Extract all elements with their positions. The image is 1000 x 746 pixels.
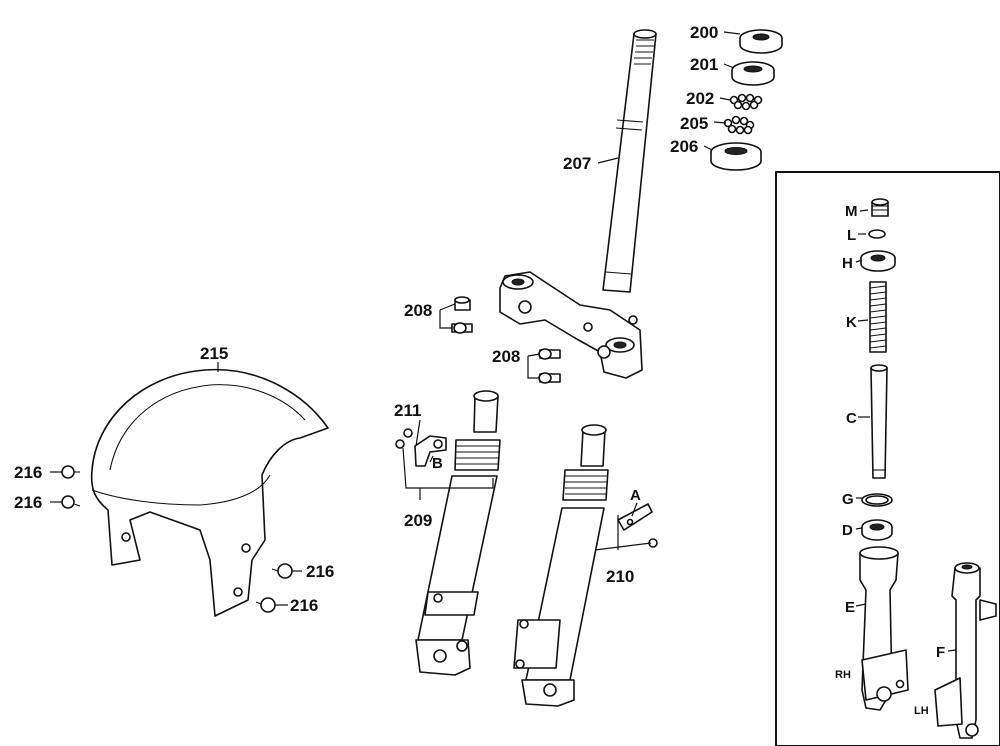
inset-label-C: C bbox=[846, 410, 857, 427]
inset-label-E: E bbox=[845, 599, 855, 616]
bolt-208-c bbox=[538, 348, 561, 360]
fork-leg-210 bbox=[513, 424, 609, 707]
callout-200: 200 bbox=[690, 23, 718, 42]
callout-208-upper: 208 bbox=[404, 301, 432, 320]
callout-202: 202 bbox=[686, 89, 714, 108]
leader-lines bbox=[50, 31, 741, 606]
clamp-A bbox=[617, 503, 653, 531]
lock-nut-200 bbox=[739, 29, 783, 54]
bolt-208-d bbox=[538, 372, 561, 384]
bolt-208-a bbox=[454, 296, 471, 311]
ball-race-205 bbox=[723, 115, 755, 135]
inset-fork-internals bbox=[775, 171, 1000, 746]
steering-stem-207 bbox=[602, 29, 657, 293]
bolt-208-b bbox=[451, 322, 473, 334]
screw-211 bbox=[395, 428, 413, 449]
inset-label-RH: RH bbox=[835, 669, 851, 681]
front-fender-215 bbox=[90, 368, 329, 617]
callout-B: B bbox=[432, 455, 443, 472]
ball-race-202 bbox=[729, 93, 763, 111]
callout-216-a: 216 bbox=[14, 463, 42, 482]
callout-209: 209 bbox=[404, 511, 432, 530]
callout-207: 207 bbox=[563, 154, 591, 173]
callout-215: 215 bbox=[200, 344, 228, 363]
inset-label-K: K bbox=[846, 314, 857, 331]
callout-206: 206 bbox=[670, 137, 698, 156]
inset-label-LH: LH bbox=[914, 705, 929, 717]
callout-216-c: 216 bbox=[306, 562, 334, 581]
callout-216-d: 216 bbox=[290, 596, 318, 615]
callout-201: 201 bbox=[690, 55, 718, 74]
callout-205: 205 bbox=[680, 114, 708, 133]
inset-label-L: L bbox=[847, 227, 856, 244]
callout-A: A bbox=[630, 487, 641, 504]
callout-208-lower: 208 bbox=[492, 347, 520, 366]
screw-216-d bbox=[255, 597, 276, 613]
inset-label-M: M bbox=[845, 203, 858, 220]
inset-label-G: G bbox=[842, 491, 854, 508]
screw-216-a bbox=[61, 465, 80, 479]
screw-216-c bbox=[271, 563, 293, 579]
clamp-B bbox=[414, 435, 447, 467]
callout-210: 210 bbox=[606, 567, 634, 586]
triple-clamp bbox=[499, 271, 643, 379]
inset-label-D: D bbox=[842, 522, 853, 539]
inset-label-H: H bbox=[842, 255, 853, 272]
callout-211: 211 bbox=[394, 401, 421, 420]
fork-leg-209 bbox=[415, 390, 501, 676]
inset-label-F: F bbox=[936, 644, 945, 661]
bearing-cup-206 bbox=[710, 142, 762, 171]
adjusting-ring-201 bbox=[731, 61, 775, 86]
screw-216-b bbox=[61, 495, 81, 509]
callout-216-b: 216 bbox=[14, 493, 42, 512]
